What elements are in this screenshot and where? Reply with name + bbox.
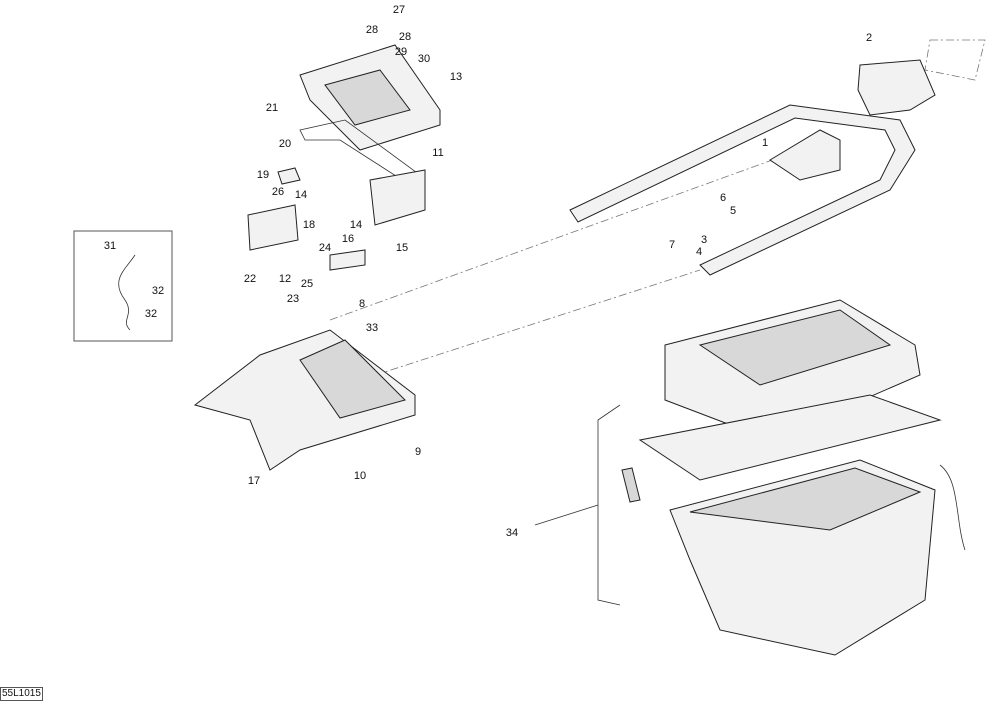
lid-ribs xyxy=(698,309,892,386)
callout-27: 27 xyxy=(393,4,405,16)
strap-plate xyxy=(329,249,366,271)
callout-28: 28 xyxy=(399,31,411,43)
bracket-left xyxy=(247,204,299,251)
tether-cable xyxy=(118,254,136,331)
callout-7: 7 xyxy=(669,239,675,251)
callout-26: 26 xyxy=(272,186,284,198)
callout-2: 2 xyxy=(866,32,872,44)
callout-14: 14 xyxy=(350,219,362,231)
callout-14: 14 xyxy=(295,189,307,201)
leader-34 xyxy=(534,504,599,526)
callout-5: 5 xyxy=(730,205,736,217)
latch xyxy=(621,467,641,503)
fender-tray xyxy=(299,339,406,419)
rack-frame xyxy=(569,104,916,276)
callout-10: 10 xyxy=(354,470,366,482)
callout-33: 33 xyxy=(366,322,378,334)
callout-3: 3 xyxy=(701,234,707,246)
callout-6: 6 xyxy=(720,192,726,204)
callout-21: 21 xyxy=(266,102,278,114)
callout-28: 28 xyxy=(366,24,378,36)
callout-9: 9 xyxy=(415,446,421,458)
callout-11: 11 xyxy=(432,147,443,159)
top-plate-recess xyxy=(324,69,411,126)
assembly-line xyxy=(329,149,801,321)
callout-18: 18 xyxy=(303,219,315,231)
callout-34: 34 xyxy=(506,527,518,539)
callout-16: 16 xyxy=(342,233,354,245)
callout-20: 20 xyxy=(279,138,291,150)
callout-19: 19 xyxy=(257,169,269,181)
callout-30: 30 xyxy=(418,53,430,65)
callout-25: 25 xyxy=(301,278,313,290)
backrest xyxy=(857,59,936,116)
rack-mount xyxy=(769,129,841,181)
reference-code: 55L1015 xyxy=(0,687,43,701)
callout-1: 1 xyxy=(762,137,768,149)
callout-4: 4 xyxy=(696,246,702,258)
lid-gasket xyxy=(638,394,942,481)
callout-32: 32 xyxy=(145,308,157,320)
callout-12: 12 xyxy=(279,273,291,285)
box-interior xyxy=(689,467,922,531)
callout-15: 15 xyxy=(396,242,408,254)
assembly-line xyxy=(359,269,701,381)
callout-32: 32 xyxy=(152,285,164,297)
inset-box xyxy=(73,230,173,342)
callout-13: 13 xyxy=(450,71,462,83)
reflector-outline xyxy=(924,39,986,81)
callout-17: 17 xyxy=(248,475,260,487)
kit-bracket xyxy=(597,404,621,606)
callout-22: 22 xyxy=(244,273,256,285)
bracket-right xyxy=(369,169,426,226)
box-cable xyxy=(939,464,966,551)
callout-8: 8 xyxy=(359,298,365,310)
clip-plate xyxy=(277,167,301,185)
callout-24: 24 xyxy=(319,242,331,254)
callout-29: 29 xyxy=(395,46,407,58)
callout-23: 23 xyxy=(287,293,299,305)
callout-31: 31 xyxy=(104,240,116,252)
